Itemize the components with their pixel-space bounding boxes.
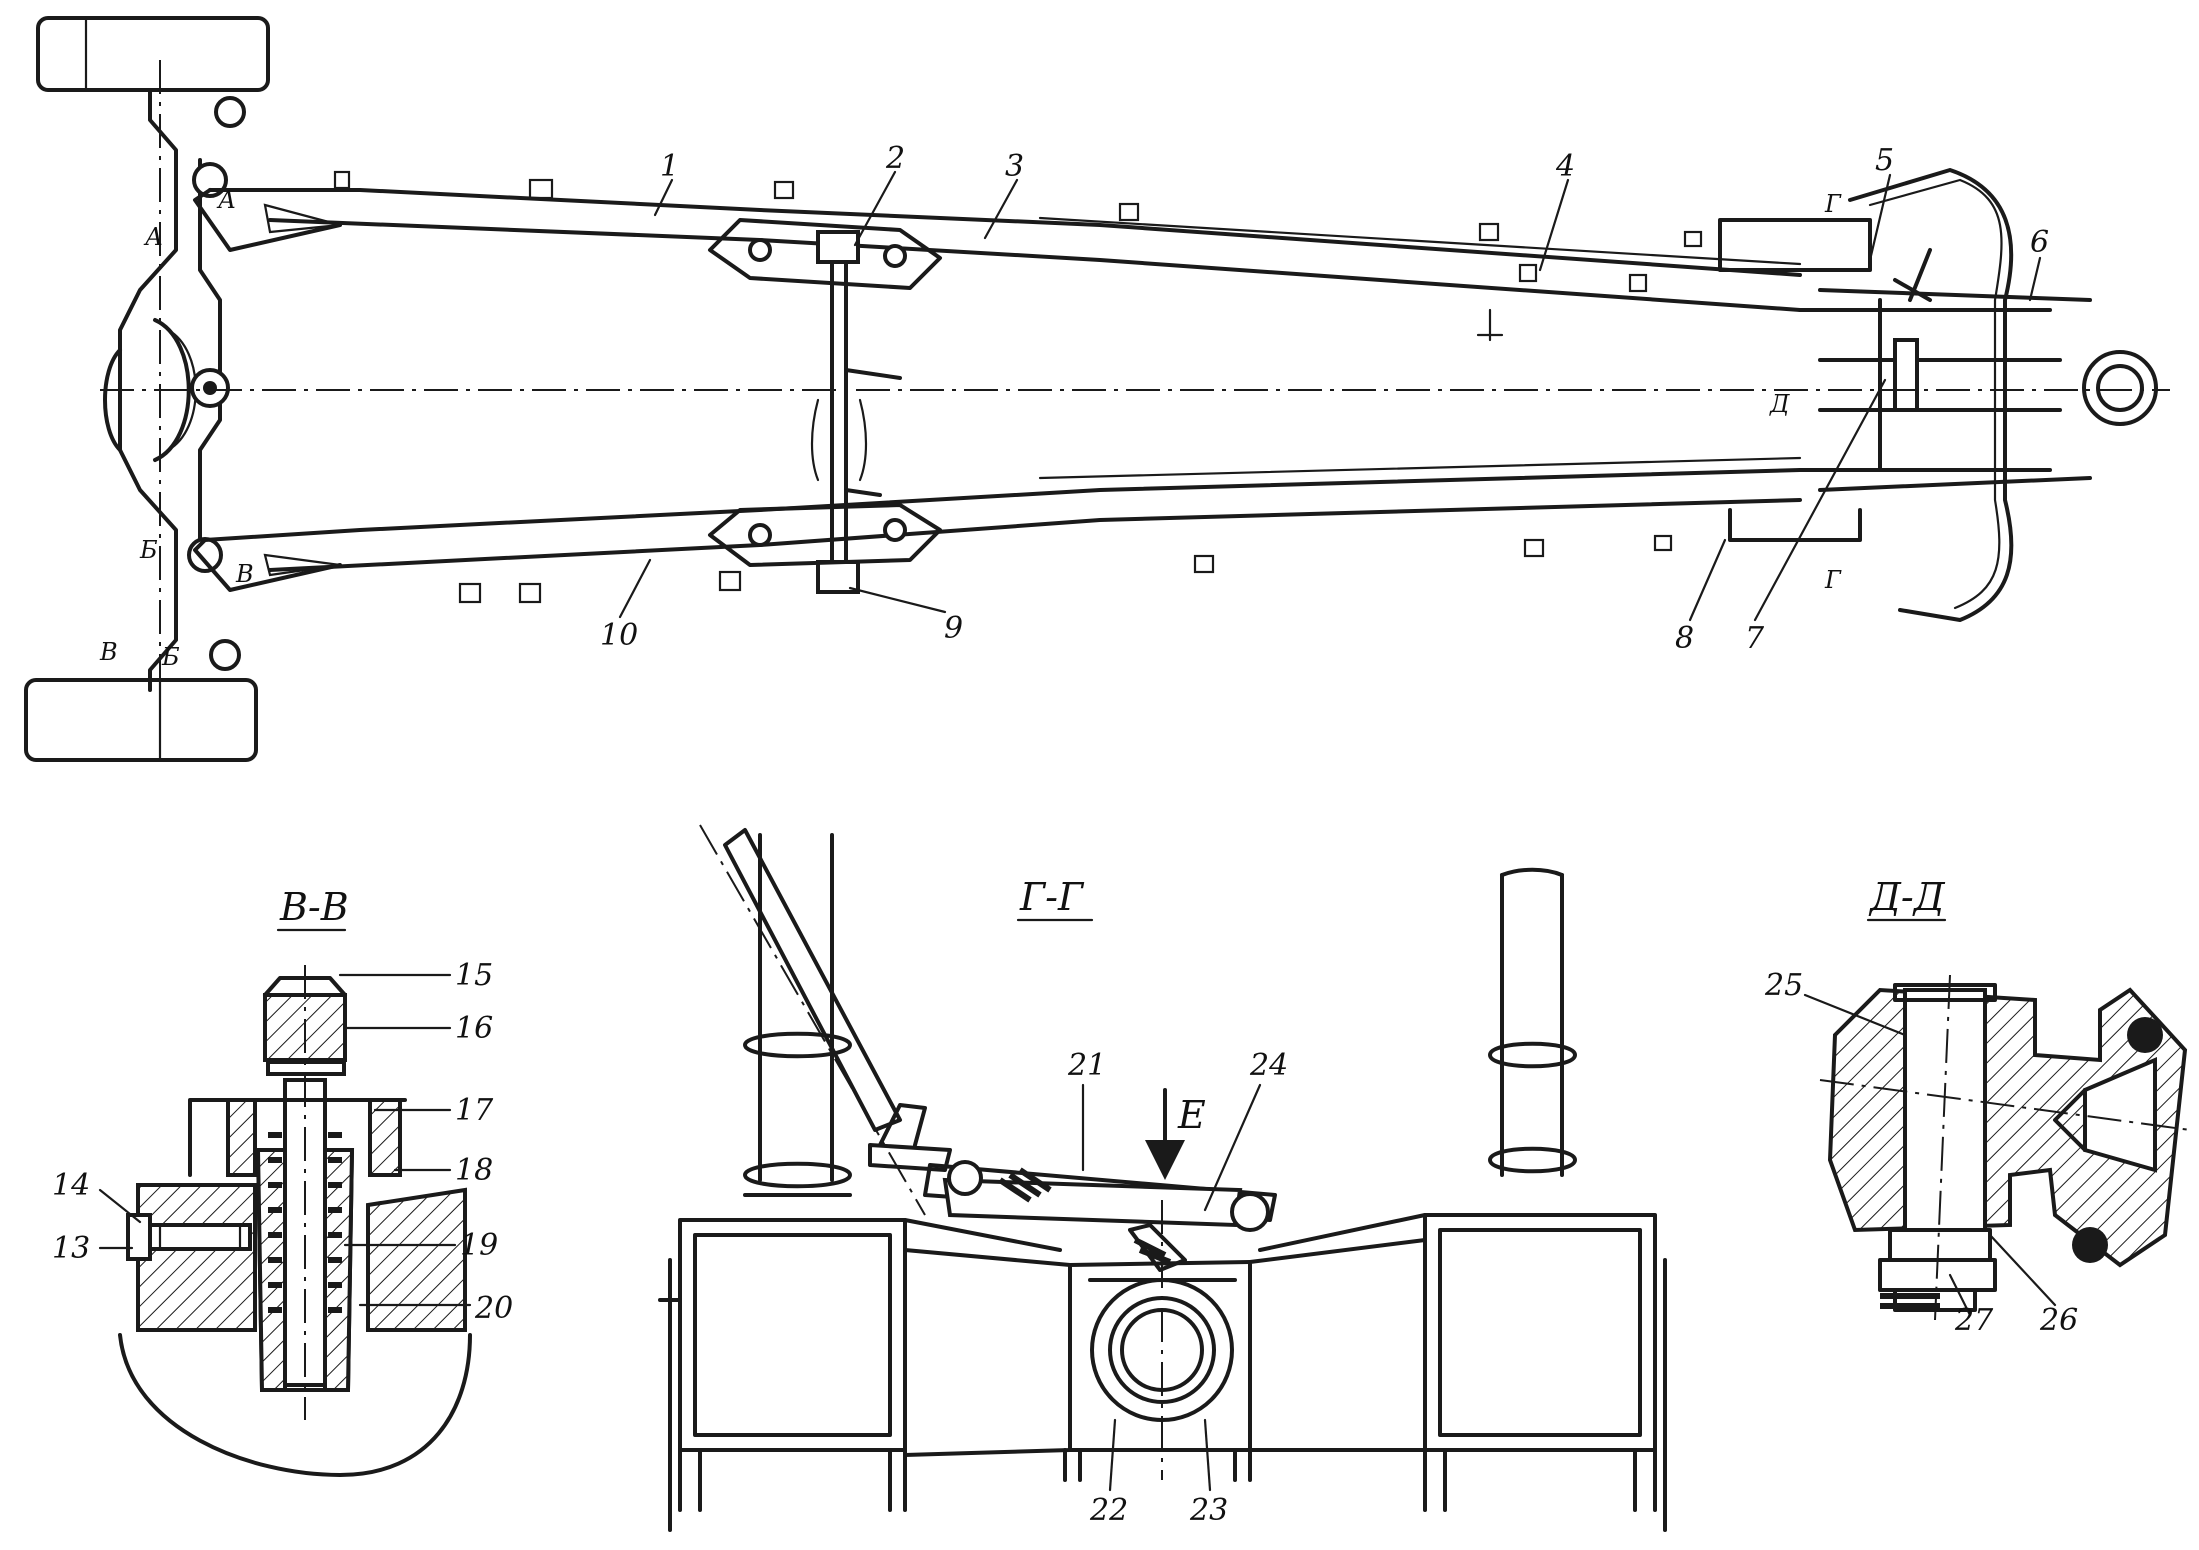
- callout-13: 13: [52, 1231, 90, 1266]
- section-title-v-v: В-В: [279, 885, 349, 929]
- callout-14: 14: [52, 1168, 90, 1203]
- plan-view: [24, 16, 2170, 762]
- mark-b-1: Б: [139, 536, 158, 564]
- mark-b-2: Б: [161, 643, 180, 671]
- callout-10: 10: [600, 618, 638, 653]
- section-title-d-d: Д-Д: [1868, 875, 1946, 919]
- callout-9: 9: [944, 611, 963, 646]
- wheel-hub-outline: [118, 1333, 472, 1477]
- section-v-v: [98, 965, 472, 1477]
- callout-18: 18: [455, 1153, 493, 1188]
- lock-lever: [923, 1163, 1277, 1222]
- callout-4: 4: [1555, 149, 1575, 184]
- callout-20: 20: [474, 1291, 513, 1326]
- mark-g-1: Г: [1824, 190, 1842, 218]
- section-d-d: [1803, 974, 2191, 1321]
- lower-wheel: [24, 678, 258, 762]
- section-titles: В-В Г-Г Д-Д: [276, 875, 1947, 932]
- mark-a-1: А: [143, 223, 163, 251]
- callout-22: 22: [1089, 1493, 1128, 1528]
- callout-19: 19: [460, 1228, 498, 1263]
- callout-27: 27: [1954, 1303, 1994, 1338]
- callout-15: 15: [455, 958, 493, 993]
- rear-bumper: [1848, 168, 2014, 622]
- callout-6: 6: [2030, 225, 2049, 260]
- lower-gusset-plate: [708, 503, 942, 567]
- upper-gusset-plate: [708, 218, 942, 290]
- callout-26: 26: [2039, 1303, 2078, 1338]
- callout-25: 25: [1764, 968, 1803, 1003]
- callout-8: 8: [1675, 621, 1694, 656]
- cross-bar: [830, 243, 848, 582]
- section-g-g: [658, 824, 1667, 1532]
- section-marks: А А Б Б В В Г Г Д Е: [99, 186, 1842, 1137]
- callout-21: 21: [1067, 1048, 1106, 1083]
- callout-3: 3: [1005, 149, 1024, 184]
- mark-v-1: В: [235, 560, 254, 588]
- callout-24: 24: [1249, 1048, 1288, 1083]
- callout-23: 23: [1189, 1493, 1228, 1528]
- callout-17: 17: [455, 1093, 494, 1128]
- mark-g-2: Г: [1824, 566, 1842, 594]
- callout-labels: 1 2 3 4 5 6 7 8 9 10 13 14 15 16 17 18 1…: [52, 141, 2078, 1528]
- callout-7: 7: [1745, 621, 1765, 656]
- right-box-section: [1423, 1213, 1657, 1452]
- callout-16: 16: [455, 1011, 493, 1046]
- mark-d: Д: [1769, 390, 1790, 418]
- callout-2: 2: [885, 141, 905, 176]
- upper-wheel: [36, 16, 270, 92]
- callout-1: 1: [660, 149, 679, 184]
- mark-a-2: А: [216, 186, 236, 214]
- left-box-section: [678, 1218, 907, 1452]
- callout-5: 5: [1875, 143, 1894, 178]
- mark-v-2: В: [99, 638, 118, 666]
- section-title-g-g: Г-Г: [1019, 875, 1085, 919]
- upper-side-member: [208, 188, 1802, 277]
- mark-e: Е: [1177, 1093, 1206, 1137]
